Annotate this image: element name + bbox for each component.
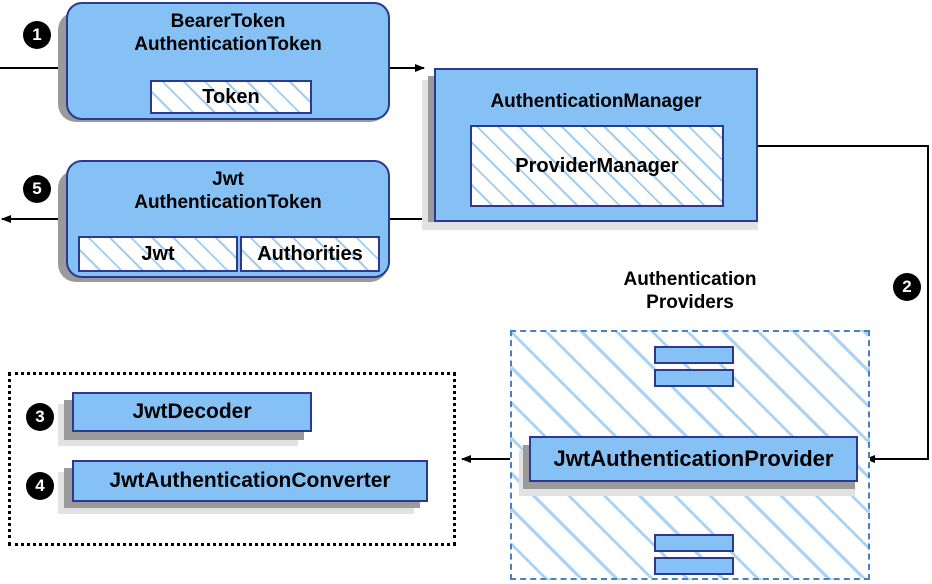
bearer-token-title-line2: AuthenticationToken [134, 34, 322, 55]
step-marker-5: 5 [24, 176, 50, 202]
provider-manager-inner: ProviderManager [470, 125, 724, 207]
providers-group-label-line1: Authentication [623, 269, 757, 290]
other-provider-bar-bottom-2 [654, 557, 734, 575]
providers-group-label-line2: Providers [646, 292, 734, 313]
jwt-authentication-token-node: Jwt AuthenticationToken Jwt Authorities [66, 160, 390, 278]
jwt-authentication-provider-node: JwtAuthenticationProvider [529, 436, 858, 482]
step-marker-1: 1 [24, 22, 50, 48]
jwt-token-title-line2: AuthenticationToken [134, 192, 322, 213]
other-provider-bar-top-1 [654, 346, 734, 364]
jwt-authentication-converter-node: JwtAuthenticationConverter [72, 460, 428, 502]
jwt-token-title-line1: Jwt [212, 169, 244, 190]
authentication-manager-node: AuthenticationManager ProviderManager [434, 68, 758, 222]
bearer-token-title-line1: BearerToken [170, 11, 286, 32]
authentication-manager-title: AuthenticationManager [490, 91, 702, 112]
jwt-decoder-node: JwtDecoder [72, 392, 312, 432]
step-marker-4: 4 [27, 473, 53, 499]
bearer-token-node: BearerToken AuthenticationToken Token [66, 2, 390, 120]
step-marker-3: 3 [27, 404, 53, 430]
jwt-support-components-container [8, 372, 456, 546]
bearer-token-inner-token: Token [150, 80, 312, 114]
jwt-token-inner-authorities: Authorities [240, 236, 380, 272]
other-provider-bar-top-2 [654, 369, 734, 387]
jwt-token-inner-jwt: Jwt [78, 236, 238, 272]
other-provider-bar-bottom-1 [654, 534, 734, 552]
step-marker-2: 2 [894, 274, 920, 300]
